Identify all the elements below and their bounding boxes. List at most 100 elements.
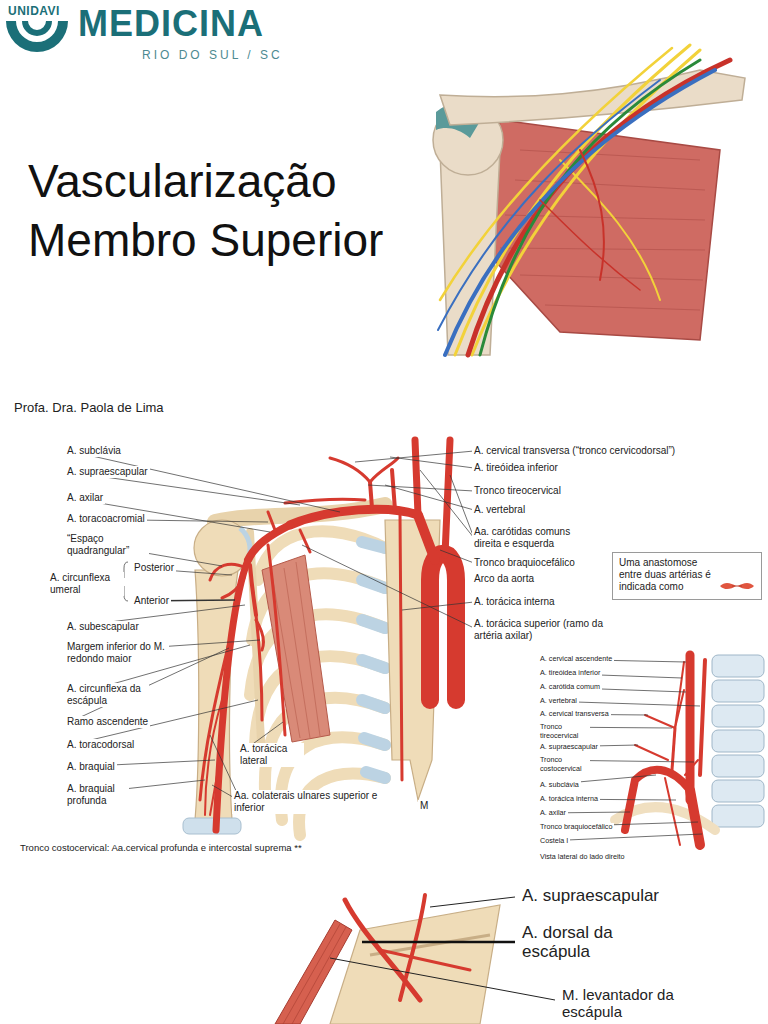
shoulder-illustration [500, 150, 705, 310]
inset-illustration [645, 715, 675, 728]
scapula-illustration [345, 895, 470, 1000]
anatomy-label: A. braquial profunda [65, 783, 129, 807]
anatomy-label: A. braquial [65, 761, 117, 773]
leader-line [368, 485, 474, 491]
anatomy-label: Margem inferior do M. redondo maior [65, 641, 169, 665]
anatomy-label: A. vertebral [472, 504, 527, 516]
thorax-illustration [415, 440, 418, 515]
shoulder-illustration [438, 45, 730, 355]
inset-illustration [615, 655, 764, 845]
anatomy-label: A. torácica lateral [238, 743, 304, 767]
anatomy-label: A. axilar [65, 492, 105, 504]
logo-text: UNIDAVI [6, 4, 62, 18]
thorax-illustration [330, 458, 370, 482]
anatomy-label: A. subclávia [65, 445, 123, 457]
thorax-illustration [362, 700, 385, 708]
caption-label: A. supraescapular [520, 886, 661, 906]
anatomy-label: A. circunflexa da escápula [65, 683, 149, 707]
anatomy-label: Aa. colaterais ulnares superior e inferi… [232, 790, 386, 814]
anatomy-label: A. tireóidea inferior [472, 462, 560, 474]
inset-illustration [712, 655, 764, 677]
thorax-illustration [183, 440, 456, 835]
thorax-illustration [300, 530, 310, 552]
inset-illustration [625, 655, 705, 845]
leader-line [362, 941, 515, 944]
thorax-illustration [200, 440, 456, 830]
leader-line [385, 485, 474, 510]
scapula-illustration [275, 920, 352, 1024]
inset-illustration [712, 705, 764, 727]
shoulder-illustration [468, 60, 730, 355]
anatomy-label: A. torácica interna [472, 596, 557, 608]
shoulder-illustration [520, 150, 700, 160]
anatomy-label: A. subescapular [65, 621, 141, 633]
caption-label: M. levantador da escápula [560, 987, 724, 1020]
thorax-illustration [268, 545, 285, 735]
logo-mark [6, 21, 68, 52]
thorax-illustration [364, 738, 385, 745]
inset-label: A. vertebral [538, 697, 579, 706]
shoulder-illustration [560, 160, 660, 300]
leader-line [440, 550, 474, 563]
scapula-illustration [283, 924, 340, 1024]
leader-line [302, 545, 474, 628]
caption-label: A. dorsal da escápula [520, 924, 654, 961]
thorax-illustration [210, 564, 246, 580]
inset-label: A. supraescapular [538, 743, 600, 752]
shoulder-illustration [440, 48, 672, 300]
anatomy-label: A. toracoacromial [65, 513, 147, 525]
thorax-illustration [418, 515, 435, 560]
anatomy-label: Tronco braquiocefálico [472, 557, 577, 569]
anatomy-label: A. torácica superior (ramo da artéria ax… [472, 618, 616, 642]
leader-line [402, 602, 474, 610]
thorax-illustration [183, 818, 241, 834]
inset-illustration [672, 728, 675, 770]
leader-line [450, 475, 474, 538]
thorax-illustration [392, 470, 395, 510]
anatomy-label: Posterior [132, 562, 176, 574]
anatomy-label: Ramo ascendente [65, 716, 150, 728]
shoulder-illustration [485, 120, 720, 340]
inset-label: Tronco costocervical [538, 756, 590, 773]
thorax-illustration [200, 630, 232, 800]
leader-line [420, 470, 474, 538]
slide-title: Vascularização Membro Superior [28, 152, 408, 270]
inset-illustration [712, 780, 764, 802]
thorax-illustration [296, 562, 320, 736]
thorax-illustration [205, 700, 222, 815]
inset-label: Tronco braquiocefálico [538, 823, 614, 832]
logo-subtext: RIO DO SUL / SC [140, 48, 285, 62]
thorax-illustration [400, 514, 402, 780]
legend-text: Uma anastomose entre duas artérias é ind… [619, 557, 715, 593]
thorax-illustration [268, 512, 275, 530]
inset-label: A. carótida comum [538, 683, 602, 692]
shoulder-illustration [438, 80, 660, 330]
thorax-illustration [222, 578, 244, 598]
inset-illustration [712, 730, 764, 752]
leader-line [70, 451, 340, 512]
thorax-illustration [256, 615, 262, 720]
legend-box: Uma anastomose entre duas artérias é ind… [612, 552, 762, 600]
thorax-illustration [362, 542, 385, 548]
thorax-illustration [210, 770, 218, 815]
author: Profa. Dra. Paola de Lima [12, 400, 166, 416]
inset-label: A. torácica interna [538, 795, 600, 804]
thorax-illustration [362, 580, 385, 588]
thorax-illustration [370, 482, 372, 508]
inset-label: A. axilar [538, 809, 568, 818]
scapula-illustration [283, 924, 346, 1024]
anatomy-label: A. cervical transversa (“tronco cervicod… [472, 445, 677, 457]
inset-label: Costela I [538, 837, 570, 846]
scapula-illustration [380, 950, 470, 970]
shoulder-illustration [545, 305, 700, 310]
thorax-illustration [250, 532, 262, 760]
thorax-illustration [272, 575, 300, 738]
shoulder-illustration [580, 150, 604, 280]
thorax-illustration [445, 440, 450, 555]
logo-mark [6, 21, 68, 52]
inset-label: A. cervical ascendente [538, 655, 614, 664]
shoulder-illustration [445, 70, 715, 355]
thorax-illustration [370, 458, 398, 482]
scapula-illustration [275, 895, 500, 1024]
